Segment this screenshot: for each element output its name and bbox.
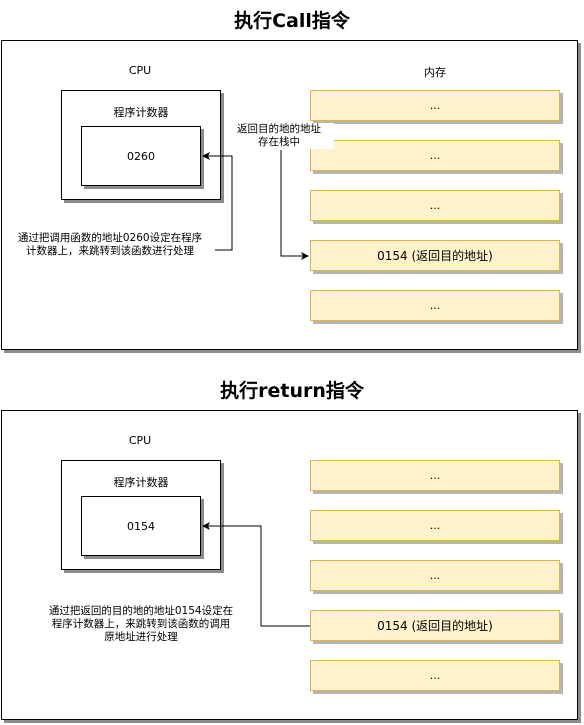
memory-cell: ... <box>310 460 560 491</box>
memory-cell: ... <box>310 510 560 541</box>
memory-cell-text: ... <box>429 519 441 532</box>
program-counter-box: 0154 <box>81 496 201 556</box>
memory-cell: ... <box>310 660 560 691</box>
return-arrow <box>202 522 310 627</box>
section2-title: 执行return指令 <box>220 380 364 402</box>
return-note-line: 通过把返回的目的地的地址0154设定在 <box>48 605 234 617</box>
memory-cell: ... <box>310 90 560 121</box>
memory-cell: ... <box>310 560 560 591</box>
memory-cell: ... <box>310 140 560 171</box>
memory-cell-text: ... <box>429 299 441 312</box>
call-note-line: 计数器上，来跳转到该函数进行处理 <box>26 245 194 257</box>
return-address-note-line: 存在栈中 <box>258 136 300 148</box>
program-counter-box: 0260 <box>81 126 201 186</box>
memory-cell-return-address: 0154 (返回目的地址) <box>310 610 560 641</box>
memory-cell-text: ... <box>429 199 441 212</box>
memory-cell-text: ... <box>429 669 441 682</box>
memory-cell: ... <box>310 190 560 221</box>
call-note-line: 通过把调用函数的地址0260设定在程序 <box>17 232 203 244</box>
call-note: 通过把调用函数的地址0260设定在程序 计数器上，来跳转到该函数进行处理 <box>5 232 215 258</box>
section1-title: 执行Call指令 <box>234 10 350 32</box>
return-address-note: 返回目的地的地址 存在栈中 <box>224 123 334 149</box>
memory-cell-text: ... <box>429 569 441 582</box>
program-counter-title: 程序计数器 <box>113 476 169 489</box>
return-note: 通过把返回的目的地的地址0154设定在 程序计数器上，来跳转到该函数的调用 原地… <box>32 605 250 644</box>
return-address-note-line: 返回目的地的地址 <box>237 123 321 135</box>
program-counter-value: 0260 <box>127 149 155 163</box>
push-arrow <box>280 150 309 260</box>
memory-cell-text: 0154 (返回目的地址) <box>377 249 493 263</box>
call-arrow <box>202 152 233 251</box>
memory-label: 内存 <box>424 66 446 79</box>
return-note-line: 程序计数器上，来跳转到该函数的调用 <box>51 618 231 630</box>
memory-cell-text: 0154 (返回目的地址) <box>377 619 493 633</box>
memory-cell-text: ... <box>429 149 441 162</box>
program-counter-title: 程序计数器 <box>113 106 169 119</box>
program-counter-value: 0154 <box>127 519 155 533</box>
memory-cell: ... <box>310 290 560 321</box>
memory-cell-return-address: 0154 (返回目的地址) <box>310 240 560 271</box>
memory-cell-text: ... <box>429 99 441 112</box>
cpu-label: CPU <box>128 64 152 77</box>
memory-cell-text: ... <box>429 469 441 482</box>
return-note-line: 原地址进行处理 <box>104 631 178 643</box>
cpu-label: CPU <box>128 434 152 447</box>
